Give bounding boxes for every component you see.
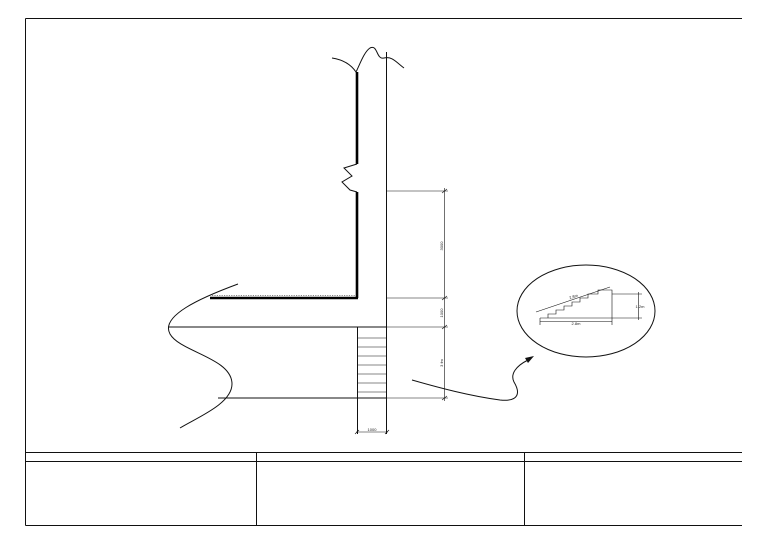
dimension-wall-depth: 1000 — [439, 308, 444, 318]
title-block — [25, 452, 742, 526]
left-break-curve — [167, 283, 239, 429]
detail-leader-line — [411, 359, 529, 401]
bottom-dimension: 1000 — [354, 427, 390, 435]
detail-slope-label: 2.8m — [569, 293, 580, 301]
detail-slope-dimension — [535, 286, 611, 313]
dimension-bottom-width: 1000 — [368, 427, 378, 432]
detail-leader-arrow — [525, 356, 534, 363]
detail-base-label: 2.8m — [572, 321, 582, 326]
ladder — [357, 327, 387, 434]
wall-break-symbol — [341, 163, 358, 193]
detail-bubble: 2.8m 2.8m 1.2m — [516, 264, 656, 358]
detail-rise-label: 1.2m — [636, 304, 646, 309]
vertical-dimensions: 3000 1000 3 fm — [386, 188, 448, 401]
detail-ellipse — [516, 264, 656, 358]
dimension-lower-depth: 3 fm — [439, 358, 444, 366]
top-break-line — [331, 46, 405, 73]
sheet-border — [25, 18, 742, 526]
section-view: 3000 1000 3 fm 1000 — [167, 46, 534, 435]
dimension-upper-height: 3000 — [439, 241, 444, 251]
